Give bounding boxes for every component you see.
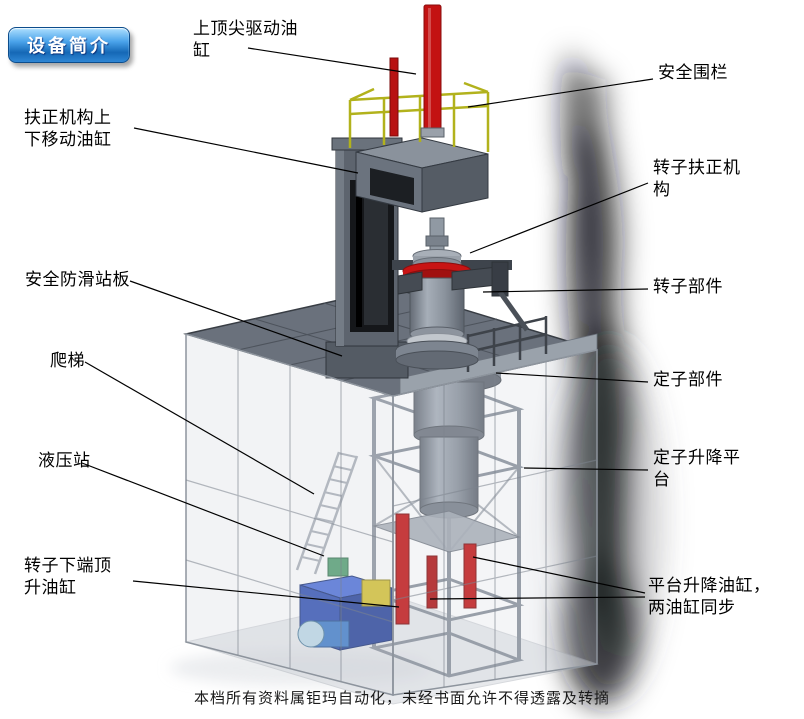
top-safety-railing [348, 81, 490, 152]
label-top-tip-drive-cylinder: 上顶尖驱动油 缸 [193, 19, 298, 60]
confidentiality-footer: 本档所有资料属钜玛自动化，未经书面允许不得透露及转摘 [193, 690, 610, 707]
label-hydraulic-station: 液压站 [38, 451, 91, 470]
ground-shadow [170, 650, 430, 686]
cage-front-walls [185, 332, 598, 696]
head-box [355, 137, 489, 213]
hydraulic-station-unit [297, 557, 393, 651]
label-safety-fence: 安全围栏 [658, 63, 728, 82]
label-centering-updown-cylinder: 扶正机构上 下移动油缸 [24, 108, 112, 149]
leader-lines [81, 47, 654, 608]
label-ladder: 爬梯 [50, 351, 85, 370]
label-stator-lifting-platform: 定子升降平 台 [653, 448, 741, 489]
label-rotor-centering-mechanism: 转子扶正机 构 [653, 158, 741, 199]
access-ladder [295, 451, 359, 575]
platform-lift-cylinders-red [395, 513, 477, 625]
lift-platform-plate [372, 510, 521, 553]
label-stator-component: 定子部件 [653, 370, 723, 389]
label-rotor-bottom-jacking-cylinder: 转子下端顶 升油缸 [24, 556, 112, 597]
title-badge: 设备简介 [8, 27, 130, 63]
top-drive-cylinder-red [389, 4, 445, 138]
label-rotor-component: 转子部件 [653, 277, 723, 296]
rotor-centering-arms [397, 261, 530, 332]
label-safety-antislip-platform: 安全防滑站板 [25, 270, 130, 289]
label-platform-lifting-cylinders: 平台升降油缸， 两油缸同步 [648, 576, 771, 617]
shadow-smudge [555, 53, 665, 705]
